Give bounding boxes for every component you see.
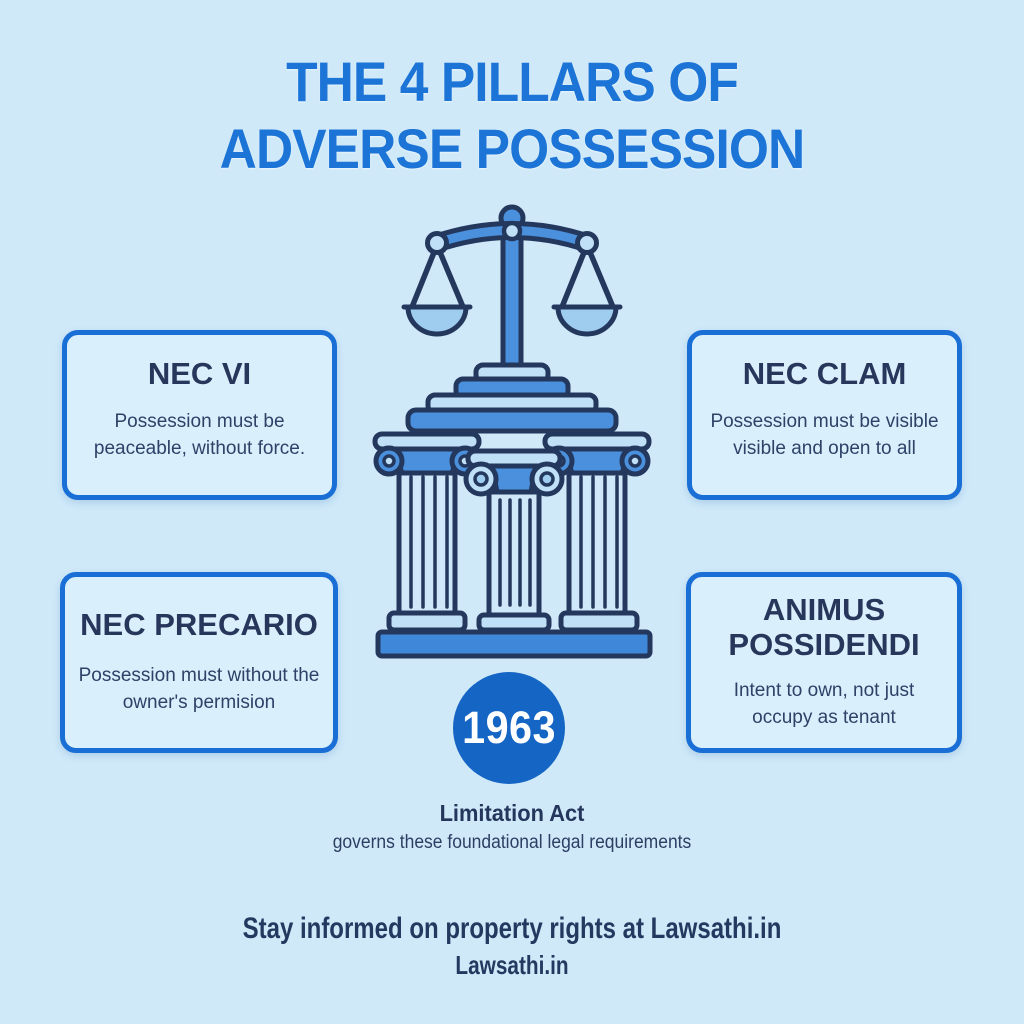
footer-site-name: Lawsathi.in [455, 950, 569, 980]
card-heading: NEC VI [147, 356, 252, 391]
card-nec-precario: NEC PRECARIO Possession must without the… [60, 572, 338, 753]
act-subtitle: governs these foundational legal require… [332, 832, 692, 853]
architrave [405, 407, 619, 434]
scales-pivot [501, 220, 523, 242]
act-title: Limitation Act [439, 800, 585, 826]
scales-left-pan [405, 304, 469, 337]
footer-tagline: Stay informed on property rights at Laws… [242, 912, 782, 945]
title-line-2: ADVERSE POSSESSION [219, 117, 806, 181]
scales-left-strings [409, 242, 466, 310]
page-title: THE 4 PILLARS OF ADVERSE POSSESSION [41, 48, 983, 182]
scales-right-strings [559, 242, 616, 310]
card-body: Possession must be visible visible and o… [710, 410, 939, 459]
card-nec-vi: NEC VI Possession must be peaceable, wit… [62, 330, 337, 500]
card-heading: NEC PRECARIO [80, 607, 318, 643]
title-line-1: THE 4 PILLARS OF [286, 50, 739, 113]
card-body: Possession must without the owner's perm… [78, 664, 320, 713]
scales-right-pan [555, 304, 619, 337]
pillars-base-bar [375, 629, 653, 659]
year-label: 1963 [462, 702, 556, 753]
card-body: Intent to own, not just occupy as tenant [733, 679, 915, 728]
year-1963-badge: 1963 [453, 672, 565, 784]
card-animus-possidendi: ANIMUS POSSIDENDI Intent to own, not jus… [686, 572, 962, 753]
scales-post [500, 222, 524, 376]
card-heading: ANIMUS POSSIDENDI [728, 592, 920, 663]
card-body: Possession must be peaceable, without fo… [93, 410, 306, 459]
card-heading: NEC CLAM [742, 356, 907, 391]
card-nec-clam: NEC CLAM Possession must be visible visi… [687, 330, 962, 500]
scales-of-justice-illustration [372, 204, 653, 659]
